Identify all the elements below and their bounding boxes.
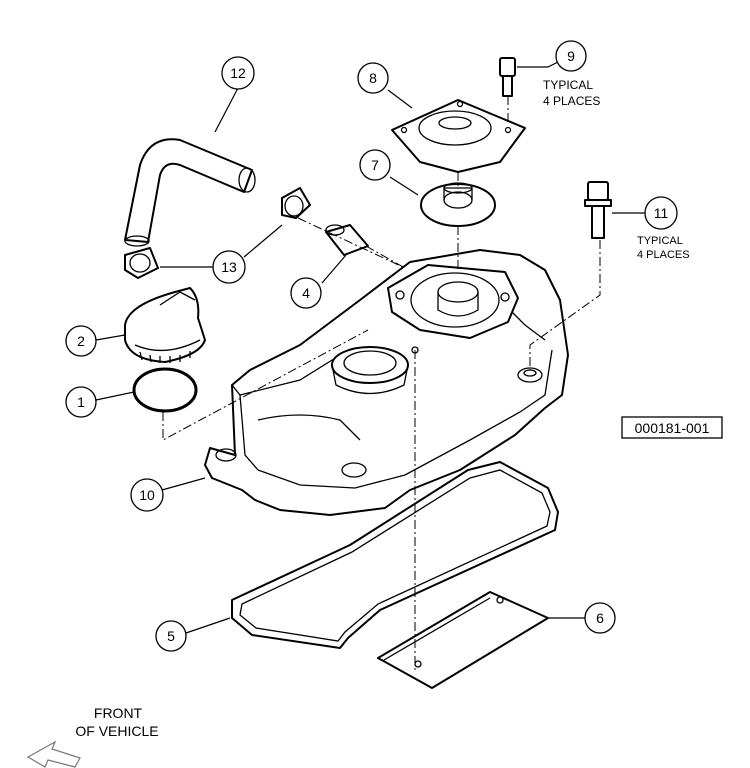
callout-2: 2: [65, 325, 97, 357]
leader-lines: [95, 56, 645, 634]
callout-8: 8: [357, 62, 389, 94]
note-11-line2: 4 PLACES: [637, 249, 690, 261]
callout-5: 5: [155, 620, 187, 652]
callout-7: 7: [359, 149, 391, 181]
callout-10-label: 10: [139, 487, 155, 503]
note-typical-9: TYPICAL 4 PLACES: [543, 78, 600, 108]
valve-cover-gasket: [231, 461, 559, 649]
callout-13-label: 13: [221, 259, 237, 275]
callout-1: 1: [65, 386, 97, 418]
note-11-line1: TYPICAL: [637, 235, 683, 247]
callout-1-label: 1: [77, 394, 85, 410]
front-of-vehicle-indicator: FRONT OF VEHICLE: [26, 705, 159, 768]
assembly-centerlines: [162, 96, 601, 670]
breather-diaphragm: [420, 182, 496, 227]
note-9-line1: TYPICAL: [543, 78, 593, 92]
hose-clamp-lower: [124, 247, 159, 279]
callout-2-label: 2: [77, 333, 85, 349]
callout-9-label: 9: [567, 48, 575, 64]
callout-4: 4: [290, 277, 322, 309]
callout-11-label: 11: [654, 205, 669, 221]
baffle-plate: [377, 591, 549, 689]
callout-11: 11: [644, 196, 678, 230]
front-arrow-icon: [26, 740, 81, 768]
hose-clamp-upper: [281, 187, 311, 219]
cover-screw: [499, 57, 516, 97]
valve-cover: [204, 249, 569, 516]
callout-10: 10: [130, 478, 164, 512]
callout-4-label: 4: [302, 285, 310, 301]
reference-code-box: 000181-001: [621, 416, 723, 439]
oil-filler-cap: [124, 287, 206, 363]
note-9-line2: 4 PLACES: [543, 94, 600, 108]
callout-12-label: 12: [230, 65, 246, 81]
callout-9: 9: [555, 40, 587, 72]
callout-8-label: 8: [369, 70, 377, 86]
front-label-line2: OF VEHICLE: [75, 723, 158, 739]
callout-7-label: 7: [371, 157, 379, 173]
breather-hose: [124, 138, 256, 247]
front-label-line1: FRONT: [94, 705, 143, 721]
callout-6: 6: [584, 602, 616, 634]
callout-5-label: 5: [167, 628, 175, 644]
reference-code: 000181-001: [635, 420, 710, 436]
note-typical-11: TYPICAL 4 PLACES: [637, 235, 690, 261]
flange-bolt: [584, 181, 612, 239]
callout-13: 13: [212, 250, 246, 284]
o-ring: [132, 367, 198, 413]
callout-6-label: 6: [596, 610, 604, 626]
breather-cover: [391, 99, 526, 173]
hose-fitting: [325, 224, 369, 256]
callout-12: 12: [221, 56, 255, 90]
